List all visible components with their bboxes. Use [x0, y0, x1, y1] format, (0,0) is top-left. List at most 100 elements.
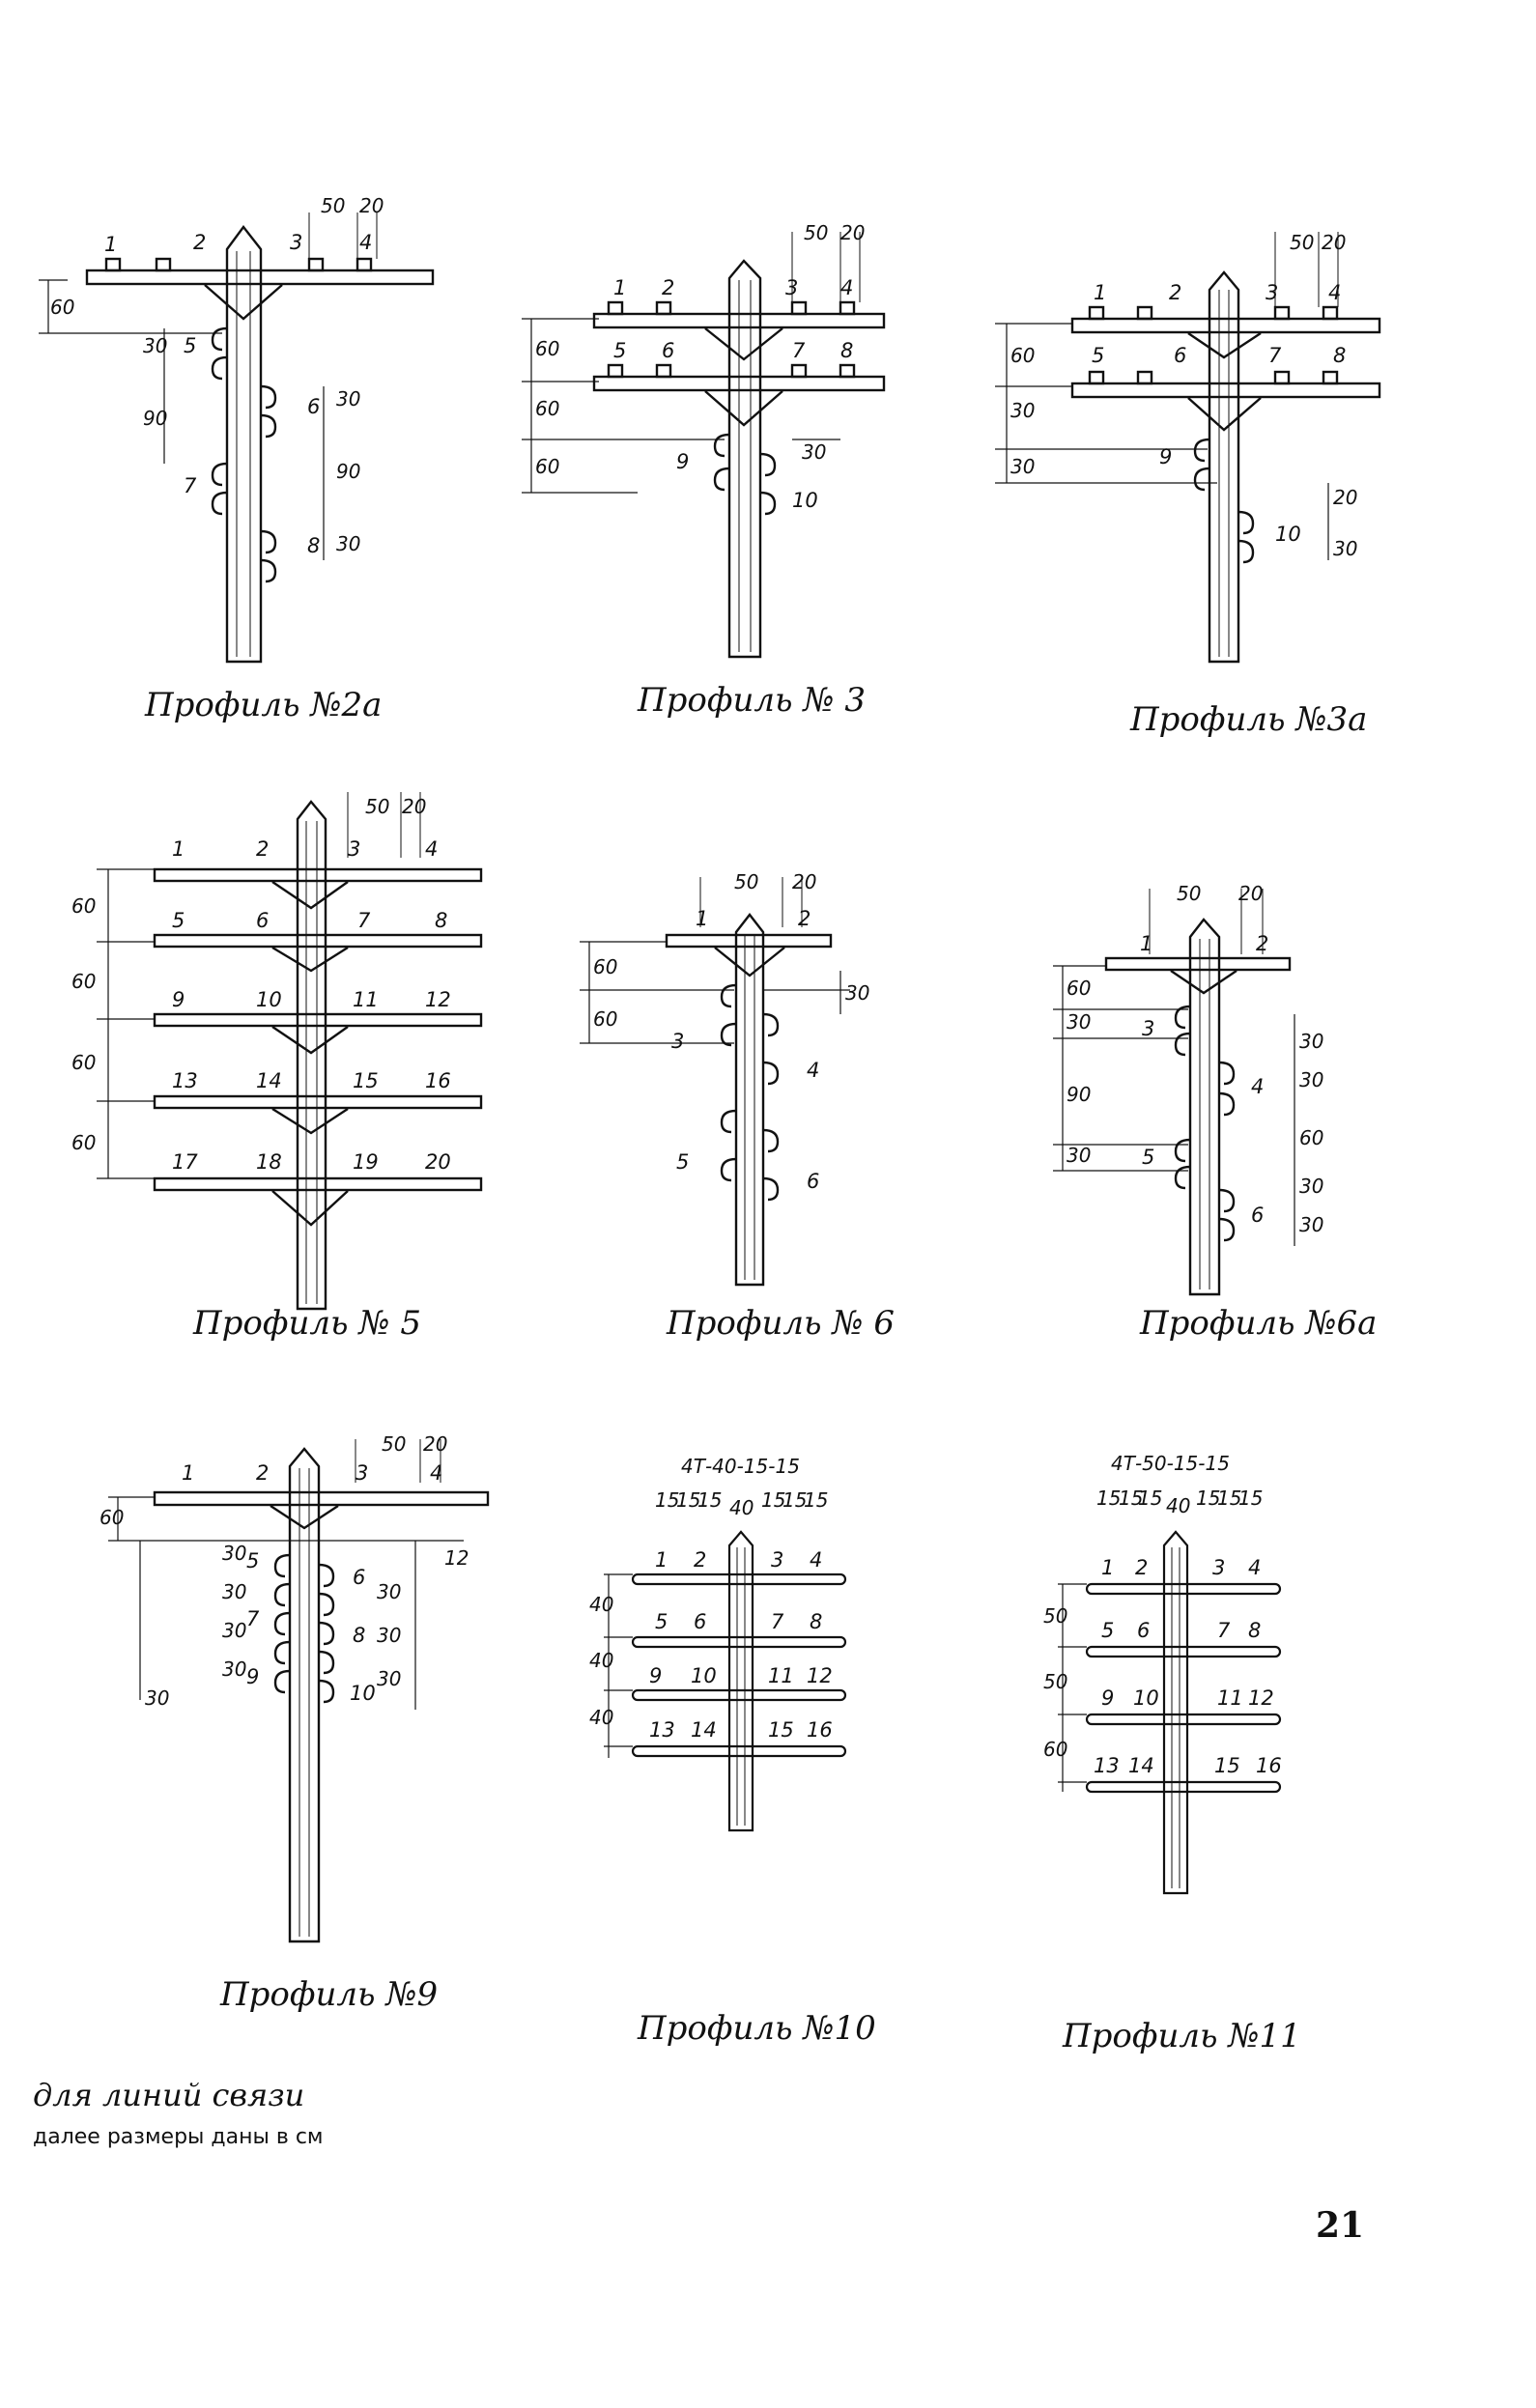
profile-3: 1 2 3 4 5 6 7 8 9 10 50 20 60 60 60 30 П… — [512, 193, 956, 720]
wire-label: 3 — [1212, 1556, 1225, 1579]
footer-note-line1: для линий связи — [33, 2077, 305, 2113]
profile-caption: Профиль №9 — [220, 1975, 439, 2014]
dim-c: 90 — [1067, 1083, 1091, 1106]
profile-caption: Профиль № 5 — [193, 1304, 421, 1343]
hook-label: 4 — [807, 1059, 819, 1082]
hook-label: 5 — [1142, 1146, 1154, 1169]
hooks — [273, 1553, 335, 1704]
dim-g4: 90 — [336, 460, 360, 483]
wire-label: 11 — [1217, 1686, 1243, 1710]
dim-v2: 50 — [1043, 1670, 1067, 1693]
dim-a: 60 — [100, 1506, 124, 1529]
wire-label: 3 — [785, 276, 798, 299]
dim-step: 20 — [1322, 231, 1346, 254]
dim-s4: 15 — [1196, 1487, 1220, 1510]
brace — [204, 284, 283, 321]
profile-caption: Профиль №6а — [1140, 1304, 1378, 1343]
hook-label: 3 — [1142, 1017, 1154, 1040]
wire-label: 4 — [430, 1461, 442, 1485]
profile-3a: 1 2 3 4 5 6 7 8 9 10 50 20 60 30 30 20 3… — [985, 193, 1410, 739]
hook-label: 6 — [307, 395, 320, 418]
profile-5: 1 2 3 4 5 6 7 8 9 10 11 12 13 14 15 16 1… — [58, 782, 502, 1372]
crossarm-lower — [592, 375, 886, 392]
wire-label: 14 — [691, 1718, 717, 1742]
wire-label: 9 — [649, 1664, 662, 1687]
wire-label: 1 — [1101, 1556, 1114, 1579]
wire-label: 1 — [1140, 932, 1152, 955]
profile-caption: Профиль №2а — [145, 686, 383, 724]
wire-label: 13 — [172, 1069, 198, 1092]
wire-label: 16 — [1256, 1754, 1282, 1777]
dim-d: 30 — [802, 440, 826, 464]
dim-s1: 15 — [655, 1488, 679, 1512]
brace — [704, 390, 783, 427]
wire-label: 5 — [1092, 344, 1104, 367]
wire-label: 19 — [353, 1150, 379, 1174]
hook-label: 10 — [350, 1682, 376, 1705]
dim-d: 60 — [71, 1131, 96, 1154]
pole — [727, 1530, 754, 1832]
page-number: 21 — [1316, 2205, 1365, 2246]
dim-a: 60 — [535, 337, 559, 360]
wire-label: 7 — [792, 339, 806, 362]
profile-6-drawing: 1 2 3 4 5 6 50 20 60 60 30 — [580, 870, 869, 1287]
dim-s6: 15 — [1238, 1487, 1263, 1510]
wire-label: 13 — [649, 1718, 675, 1742]
wire-label: 6 — [256, 909, 269, 932]
profile-caption: Профиль № 6 — [667, 1304, 895, 1343]
hook-label: 5 — [246, 1549, 259, 1572]
profile-spec: 4Т-50-15-15 — [1111, 1452, 1230, 1475]
crossarm — [153, 1012, 483, 1028]
hooks — [720, 983, 780, 1202]
dim-s3: 15 — [1138, 1487, 1162, 1510]
wire-label: 2 — [1135, 1556, 1148, 1579]
wire-label: 4 — [810, 1548, 822, 1572]
dim-b: 60 — [535, 397, 559, 420]
hook-label: 8 — [353, 1624, 365, 1647]
dim-gap: 50 — [734, 870, 758, 893]
wire-label: 4 — [425, 837, 438, 861]
dim-d: 30 — [1067, 1144, 1091, 1167]
dim-s3: 15 — [697, 1488, 722, 1512]
dim-b: 30 — [222, 1542, 246, 1565]
wire-label: 15 — [768, 1718, 794, 1742]
wire-label: 11 — [768, 1664, 794, 1687]
dim-j: 12 — [444, 1546, 469, 1570]
profile-5-drawing: 1 2 3 4 5 6 7 8 9 10 11 12 13 14 15 16 1… — [71, 792, 483, 1311]
dim-mid: 40 — [1166, 1494, 1190, 1517]
wire-label: 1 — [613, 276, 626, 299]
crossarm — [153, 1176, 483, 1192]
wire-label: 18 — [256, 1150, 282, 1174]
wire-label: 10 — [1133, 1686, 1159, 1710]
brace — [714, 947, 785, 977]
dim-gap: 50 — [321, 194, 345, 217]
pole — [1188, 918, 1221, 1296]
dim-gap: 50 — [365, 795, 389, 818]
dim-s5: 15 — [1217, 1487, 1241, 1510]
wire-label: 4 — [1248, 1556, 1261, 1579]
crossarm-upper — [1070, 317, 1381, 334]
crossarm — [85, 269, 435, 286]
dim-s2: 15 — [1119, 1487, 1143, 1510]
wire-label: 2 — [798, 907, 811, 930]
dim-step: 20 — [423, 1432, 447, 1456]
hooks — [1193, 438, 1255, 564]
hook-label: 6 — [807, 1170, 819, 1193]
profile-caption: Профиль №11 — [1063, 2017, 1301, 2055]
wire-label: 3 — [290, 231, 302, 254]
wire-label: 20 — [425, 1150, 451, 1174]
wire-label: 12 — [807, 1664, 833, 1687]
dim-b: 30 — [1010, 399, 1035, 422]
wire-label: 15 — [353, 1069, 379, 1092]
hook-label: 5 — [184, 334, 196, 357]
brace — [1170, 970, 1237, 995]
wire-label: 6 — [1137, 1619, 1150, 1642]
dim-gap: 50 — [804, 221, 828, 244]
wire-label: 2 — [694, 1548, 706, 1572]
dim-g2: 90 — [143, 407, 167, 430]
dim-g: 60 — [1299, 1126, 1323, 1149]
footer-note-line2: далее размеры даны в см — [33, 2125, 324, 2149]
crossarm — [153, 933, 483, 949]
wire-label: 5 — [613, 339, 626, 362]
hooks — [713, 433, 777, 516]
